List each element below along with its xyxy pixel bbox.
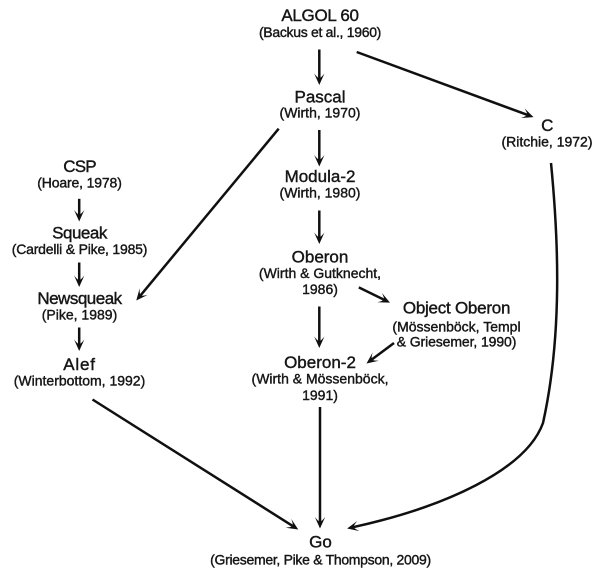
svg-text:CSP: CSP <box>63 157 96 176</box>
svg-text:1991): 1991) <box>302 387 338 403</box>
svg-text:C: C <box>541 116 553 135</box>
svg-text:(Griesemer, Pike & Thompson, 2: (Griesemer, Pike & Thompson, 2009) <box>210 552 431 568</box>
svg-text:1986): 1986) <box>302 281 338 297</box>
svg-text:Newsqueak: Newsqueak <box>37 289 122 308</box>
svg-text:Go: Go <box>309 533 332 552</box>
svg-text:(Backus et al., 1960): (Backus et al., 1960) <box>259 24 381 40</box>
svg-text:Alef: Alef <box>63 355 96 374</box>
svg-text:(Winterbottom, 1992): (Winterbottom, 1992) <box>14 372 146 388</box>
svg-text:(Wirth, 1970): (Wirth, 1970) <box>280 104 361 120</box>
svg-text:Pascal: Pascal <box>294 87 345 106</box>
svg-text:ALGOL 60: ALGOL 60 <box>281 6 358 25</box>
svg-text:(Wirth, 1980): (Wirth, 1980) <box>280 184 361 200</box>
svg-text:Oberon-2: Oberon-2 <box>284 353 356 372</box>
svg-text:Object Oberon: Object Oberon <box>403 299 510 318</box>
svg-text:(Cardelli & Pike, 1985): (Cardelli & Pike, 1985) <box>12 241 147 257</box>
svg-text:(Mössenböck, Templ: (Mössenböck, Templ <box>392 318 520 334</box>
svg-text:(Pike, 1989): (Pike, 1989) <box>42 306 117 322</box>
svg-text:(Wirth & Gutknecht,: (Wirth & Gutknecht, <box>259 265 381 281</box>
svg-text:Modula-2: Modula-2 <box>285 167 356 186</box>
svg-text:(Ritchie, 1972): (Ritchie, 1972) <box>501 134 592 150</box>
svg-text:Oberon: Oberon <box>292 247 349 266</box>
svg-text:(Hoare, 1978): (Hoare, 1978) <box>37 175 121 191</box>
svg-text:(Wirth & Mössenböck,: (Wirth & Mössenböck, <box>252 370 389 386</box>
svg-text:Squeak: Squeak <box>52 223 108 242</box>
svg-text:& Griesemer, 1990): & Griesemer, 1990) <box>397 333 517 349</box>
